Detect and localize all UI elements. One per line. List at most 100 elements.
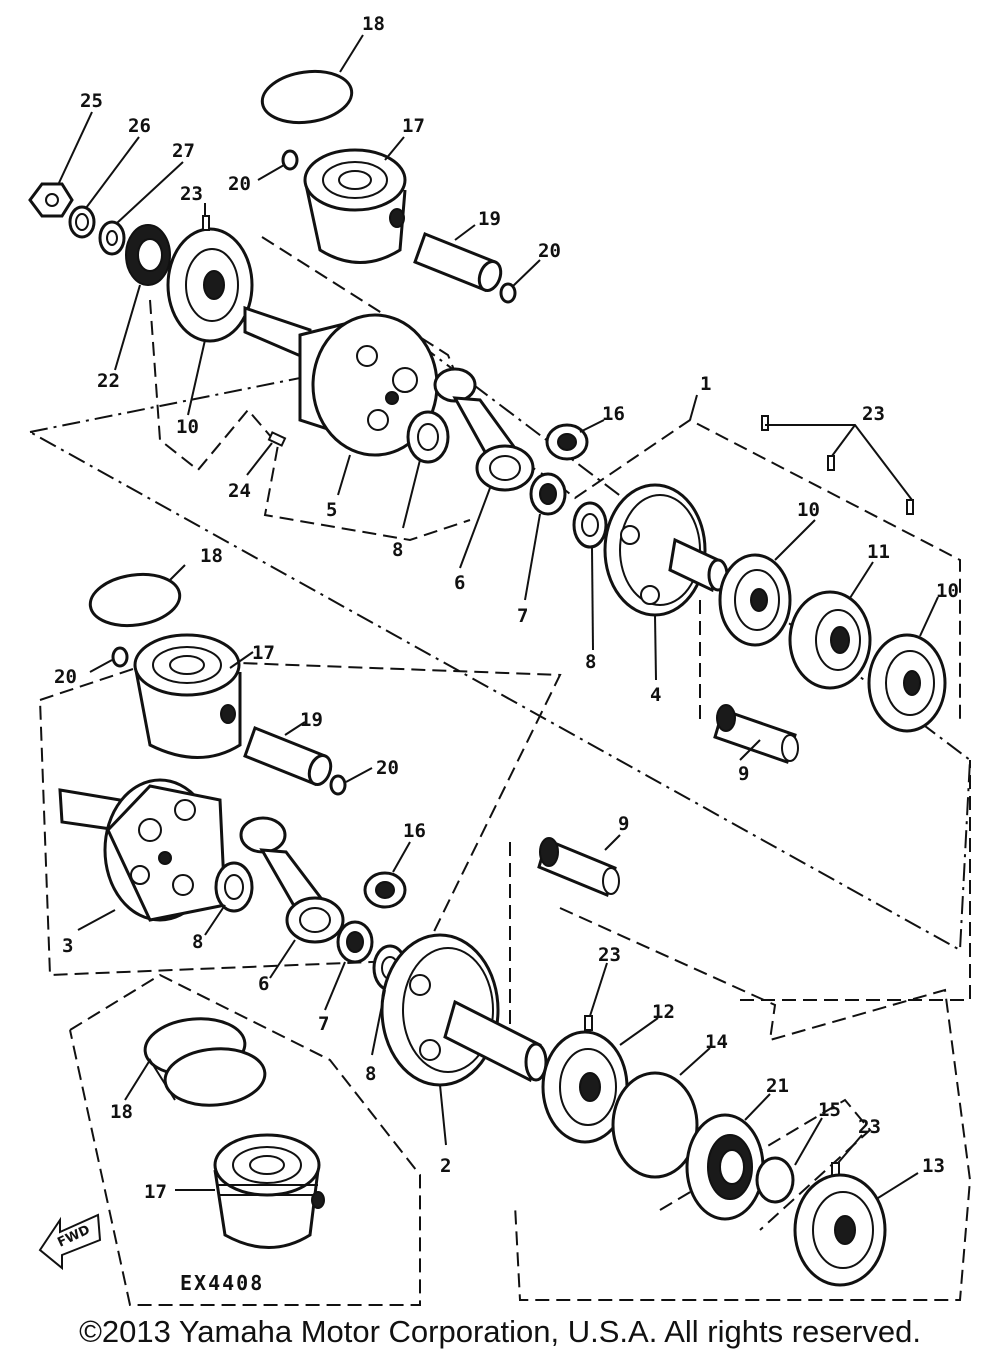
- kit-code-label: EX4408: [180, 1271, 264, 1295]
- callout-20: 20: [376, 757, 399, 779]
- callout-12: 12: [652, 1001, 675, 1023]
- callout-5: 5: [326, 499, 337, 521]
- dowel-pin-part: [202, 215, 210, 231]
- circlip-small-part: [755, 1156, 795, 1204]
- circlip-part: [499, 282, 517, 304]
- piston-upper-part: [303, 148, 407, 264]
- oil-seal-part: [125, 224, 171, 286]
- dowel-pin-part: [906, 499, 914, 515]
- callout-2: 2: [440, 1155, 451, 1177]
- bearing-middle-part: [718, 553, 792, 647]
- callout-13: 13: [922, 1155, 945, 1177]
- callout-1: 1: [700, 373, 711, 395]
- assembly-outlines: [29, 236, 972, 1306]
- bearing-output-part: [541, 1030, 629, 1144]
- callout-20: 20: [54, 666, 77, 688]
- crank-wheel-middle-part: [603, 483, 729, 617]
- forward-arrow-icon: FWD: [38, 1213, 102, 1271]
- piston-ring-upper-part: [260, 69, 354, 125]
- piston-middle-part: [133, 633, 242, 759]
- connecting-rod-lower-part: [239, 816, 345, 944]
- circlip-large-part: [611, 1071, 699, 1179]
- crank-wheel-lower-part: [58, 778, 227, 922]
- dowel-pin-part: [584, 1015, 593, 1031]
- callout-6: 6: [454, 572, 465, 594]
- callout-15: 15: [818, 1099, 841, 1121]
- callout-9: 9: [738, 763, 749, 785]
- callout-8: 8: [585, 651, 596, 673]
- piston-ring-kit-part: [163, 1047, 267, 1107]
- callout-3: 3: [62, 935, 73, 957]
- callout-7: 7: [318, 1013, 329, 1035]
- callout-labels: 18 17 20 25 26 27 23 19 20 22 10 24 5 8 …: [54, 13, 959, 1295]
- callout-10: 10: [176, 416, 199, 438]
- callout-23: 23: [858, 1116, 881, 1138]
- callout-7: 7: [517, 605, 528, 627]
- callout-23: 23: [598, 944, 621, 966]
- big-end-bearing-upper-part: [529, 472, 567, 516]
- callout-16: 16: [403, 820, 426, 842]
- piston-ring-middle-part: [88, 572, 182, 628]
- small-end-bearing-lower-part: [363, 871, 407, 909]
- crank-wheel-upper-part: [243, 305, 439, 457]
- piston-pin-upper-part: [413, 232, 503, 293]
- circlip-part: [111, 646, 129, 668]
- big-end-bearing-lower-part: [336, 920, 374, 964]
- callout-17-top: 17: [402, 115, 425, 137]
- callout-23: 23: [180, 183, 203, 205]
- callout-23: 23: [862, 403, 885, 425]
- piston-pin-middle-part: [243, 726, 333, 787]
- bearing-end-part: [793, 1173, 887, 1287]
- callout-6: 6: [258, 973, 269, 995]
- callout-27: 27: [172, 140, 195, 162]
- connecting-rod-upper-part: [433, 367, 535, 492]
- piston-kit-part: [213, 1133, 325, 1249]
- dowel-pin-part: [827, 455, 835, 471]
- oil-seal-output-part: [685, 1113, 765, 1221]
- copyright-notice: ©2013 Yamaha Motor Corporation, U.S.A. A…: [79, 1314, 921, 1349]
- callout-17: 17: [252, 642, 275, 664]
- circlip-part: [281, 149, 299, 171]
- bearing-upper-left-part: [166, 227, 254, 343]
- callout-26: 26: [128, 115, 151, 137]
- crank-wheel-output-part: [380, 933, 548, 1087]
- callout-11: 11: [867, 541, 890, 563]
- crank-pin-lower-part: [537, 837, 620, 898]
- circlip-part: [329, 774, 347, 796]
- callout-8: 8: [192, 931, 203, 953]
- callout-25: 25: [80, 90, 103, 112]
- bearing-right-part: [867, 633, 947, 733]
- callout-19: 19: [478, 208, 501, 230]
- lock-washer-part: [68, 205, 96, 239]
- callout-10: 10: [936, 580, 959, 602]
- thrust-washer-part: [406, 410, 450, 464]
- labyrinth-seal-part: [788, 590, 872, 690]
- dowel-pin-part: [761, 415, 769, 431]
- small-end-bearing-upper-part: [545, 423, 589, 461]
- callout-22: 22: [97, 370, 120, 392]
- callout-10: 10: [797, 499, 820, 521]
- thrust-washer-part: [572, 501, 608, 549]
- callout-21: 21: [766, 1075, 789, 1097]
- callout-14: 14: [705, 1031, 728, 1053]
- callout-18: 18: [200, 545, 223, 567]
- crank-pin-upper-part: [713, 704, 799, 764]
- callout-18: 18: [110, 1101, 133, 1123]
- callout-24: 24: [228, 480, 251, 502]
- callout-18-top: 18: [362, 13, 385, 35]
- callout-19: 19: [300, 709, 323, 731]
- woodruff-key-part: [267, 431, 287, 447]
- callout-8: 8: [365, 1063, 376, 1085]
- leader-lines: [57, 34, 939, 1199]
- callout-4: 4: [650, 684, 661, 706]
- callout-20: 20: [538, 240, 561, 262]
- callout-9: 9: [618, 813, 629, 835]
- callout-8: 8: [392, 539, 403, 561]
- callout-16: 16: [602, 403, 625, 425]
- callout-17: 17: [144, 1181, 167, 1203]
- nut-part: [28, 182, 74, 218]
- plain-washer-part: [98, 220, 126, 256]
- callout-20: 20: [228, 173, 251, 195]
- thrust-washer-part: [214, 861, 254, 913]
